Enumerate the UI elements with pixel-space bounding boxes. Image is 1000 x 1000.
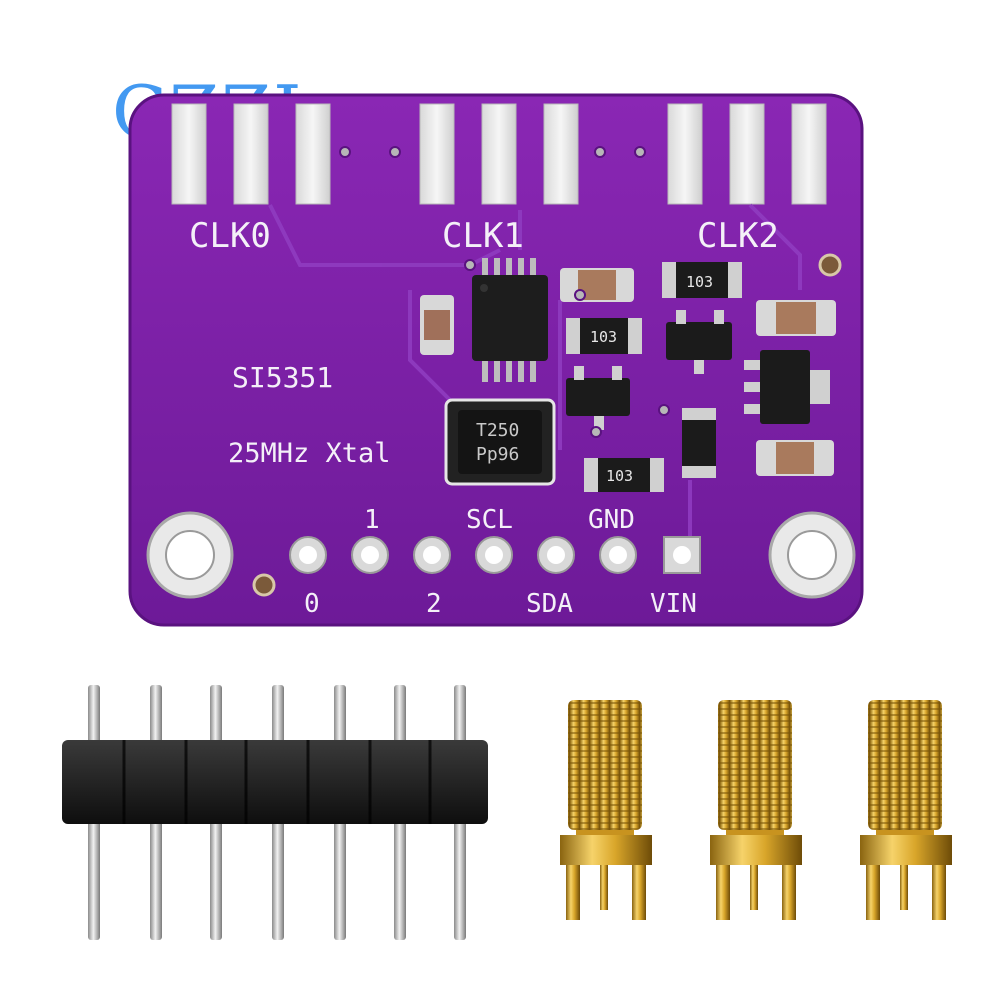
- si5351-breakout-board: CLK0 CLK1 CLK2 SI5351 25MHz Xtal T250 Pp…: [128, 93, 864, 627]
- chip-label: SI5351: [232, 361, 333, 394]
- resistor-marking-3: 103: [606, 467, 633, 485]
- capacitor-left: [420, 295, 454, 355]
- clk0-label: CLK0: [189, 216, 271, 256]
- si5351-chip: [472, 258, 548, 382]
- pcb-traces: [268, 203, 802, 540]
- pin-label-gnd: GND: [588, 505, 635, 535]
- vias: [339, 146, 670, 438]
- pin-label-2: 2: [426, 589, 442, 619]
- sma-connector-1: [560, 700, 652, 920]
- pin-label-vin: VIN: [650, 589, 697, 619]
- pin-label-0: 0: [304, 589, 320, 619]
- crystal-marking-line2: Pp96: [476, 444, 519, 465]
- crystal-marking-line1: T250: [476, 420, 519, 441]
- pin-header-strip: [62, 685, 488, 940]
- clk2-label: CLK2: [697, 216, 779, 256]
- mounting-pad-small-2: [252, 573, 276, 597]
- transistors: [566, 310, 830, 430]
- mounting-hole-right: [768, 511, 856, 599]
- pin-label-sda: SDA: [526, 589, 573, 619]
- mounting-pad-small: [818, 253, 842, 277]
- resistor-array: 103 103 103: [560, 262, 836, 492]
- sma-connector-3: [860, 700, 952, 920]
- header-plastic-body: [62, 740, 488, 824]
- pin-label-1: 1: [364, 505, 380, 535]
- pin-label-scl: SCL: [466, 505, 513, 535]
- resistor-marking-2: 103: [590, 328, 617, 346]
- sma-connector-2: [710, 700, 802, 920]
- clk-edge-pads: [171, 103, 827, 205]
- xtal-label: 25MHz Xtal: [228, 438, 391, 469]
- crystal-oscillator: T250 Pp96: [444, 398, 556, 486]
- header-pin-holes: [289, 536, 701, 574]
- clk1-label: CLK1: [442, 216, 524, 256]
- mounting-hole-left: [146, 511, 234, 599]
- resistor-marking-1: 103: [686, 273, 713, 291]
